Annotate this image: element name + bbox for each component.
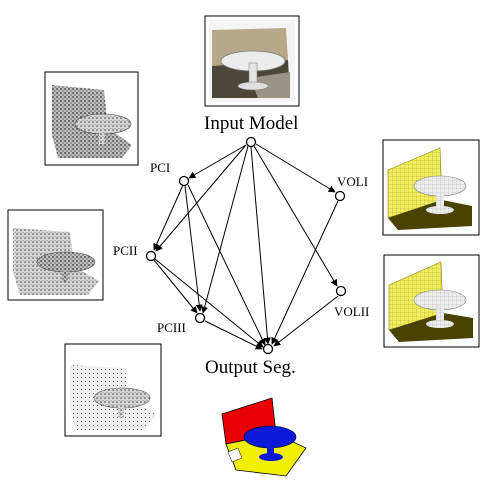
edge-pcii-output [154, 258, 264, 348]
node-volii [335, 285, 347, 297]
node-pcii [145, 250, 157, 262]
edge-input-output [250, 146, 271, 345]
output-segmentation-image [221, 397, 307, 477]
edge-input-voli [255, 143, 336, 193]
output-seg-label: Output Seg. [205, 357, 296, 378]
pcii-label: PCII [113, 243, 138, 258]
pcii-point-cloud-image [7, 209, 104, 301]
edge-pci-pciii [184, 185, 203, 312]
pciii-point-cloud-image [64, 343, 162, 437]
nodes [145, 136, 347, 355]
edge-pci-pcii [153, 184, 184, 251]
pciii-label: PCIII [157, 320, 186, 335]
node-input [245, 136, 257, 148]
node-pciii [194, 312, 206, 324]
volii-voxel-image [383, 254, 480, 348]
edge-pcii-pciii [153, 259, 198, 314]
edge-pciii-output [204, 320, 263, 350]
volii-label: VOLII [334, 304, 370, 319]
pci-label: PCI [150, 160, 171, 175]
edge-input-pci [188, 144, 247, 179]
node-voli [334, 190, 346, 202]
pci-point-cloud-image [44, 71, 139, 166]
voli-label: VOLI [337, 174, 369, 189]
input-model-image [204, 15, 300, 107]
node-output [262, 343, 274, 355]
node-pci [178, 175, 190, 187]
edges [153, 143, 339, 350]
edge-input-pciii [201, 145, 249, 314]
edge-input-pcii [155, 144, 247, 252]
voli-voxel-image [382, 139, 480, 236]
edge-pci-output [187, 184, 266, 346]
edge-voli-output [271, 200, 339, 345]
edge-volii-output [273, 295, 339, 347]
edge-input-volii [253, 145, 338, 287]
input-model-label: Input Model [204, 113, 299, 134]
